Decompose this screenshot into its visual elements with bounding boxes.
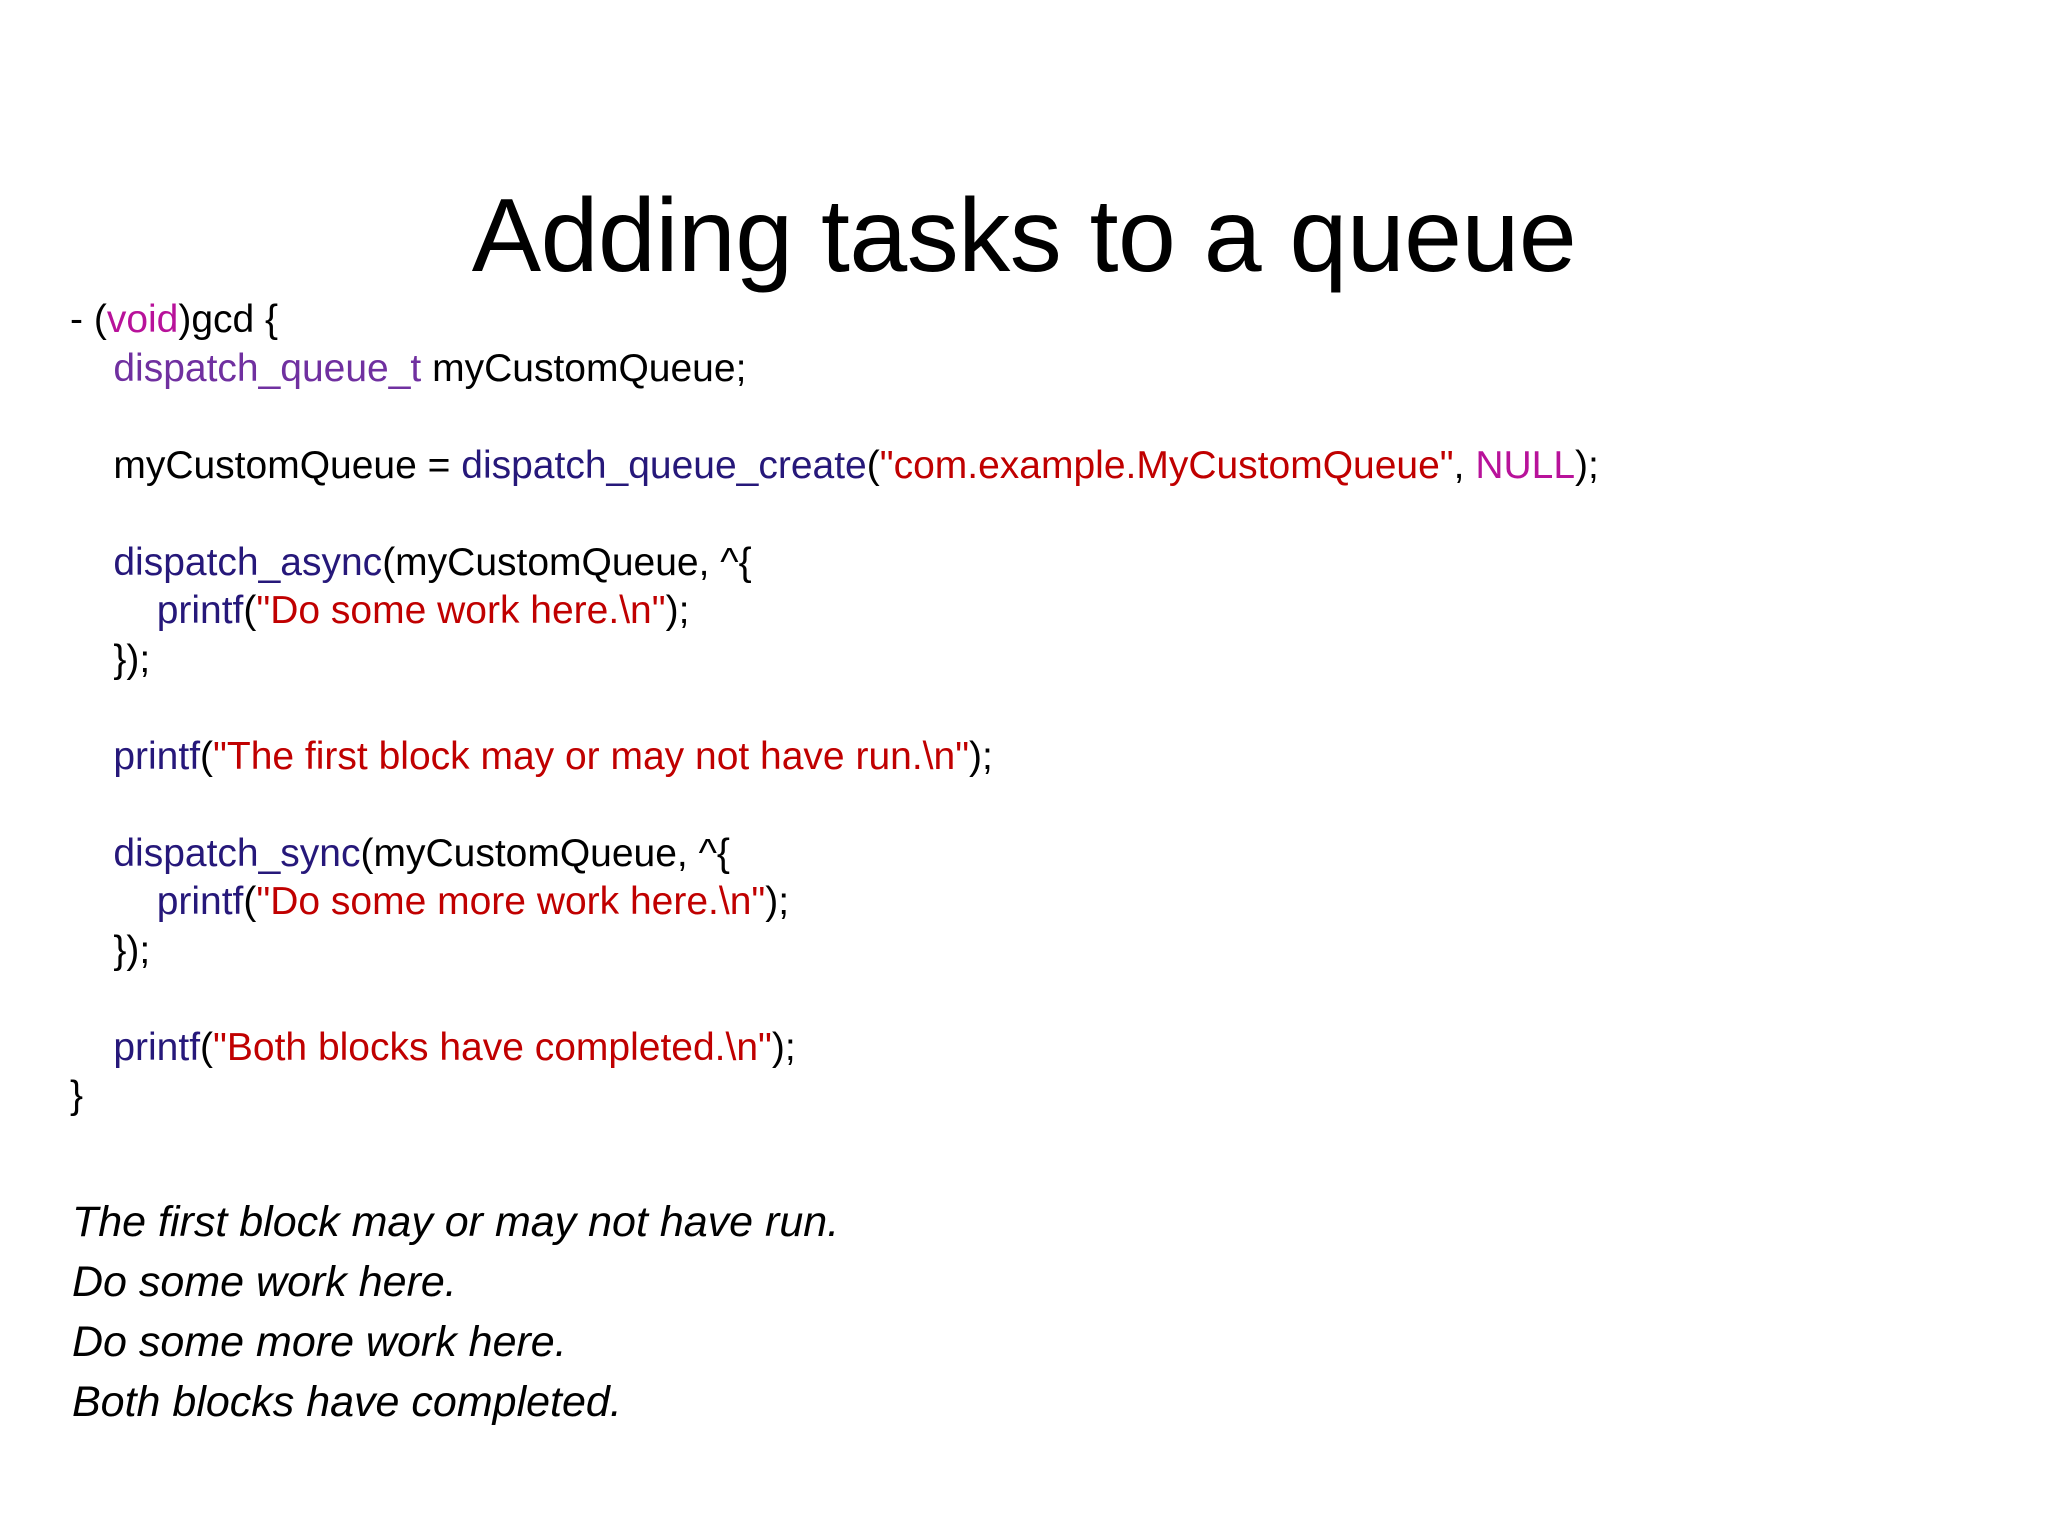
code-line: printf("The first block may or may not h…: [70, 733, 1970, 782]
output-line: Do some work here.: [72, 1258, 457, 1306]
page-title: Adding tasks to a queue: [471, 177, 1577, 294]
code-token-keyword: NULL: [1475, 443, 1576, 487]
output-line: Do some more work here.: [72, 1318, 567, 1366]
code-line: });: [70, 636, 1970, 685]
code-token-plain: (myCustomQueue, ^{: [360, 831, 730, 875]
code-token-plain: );: [1575, 443, 1599, 487]
code-token-plain: (: [243, 880, 257, 923]
code-line-blank: [70, 393, 1970, 442]
output-line: The first block may or may not have run.: [72, 1198, 840, 1246]
code-indent: [70, 347, 113, 390]
code-token-string: "Both blocks have completed.\n": [213, 1025, 772, 1069]
code-line: dispatch_sync(myCustomQueue, ^{: [70, 830, 1970, 879]
code-token-string: "Do some more work here.\n": [256, 880, 766, 923]
code-token-function: printf: [156, 589, 244, 632]
code-token-plain: (: [200, 734, 214, 778]
code-token-function: dispatch_sync: [113, 831, 361, 875]
code-line-blank: [70, 684, 1970, 733]
code-indent: [70, 1026, 113, 1069]
code-line: dispatch_async(myCustomQueue, ^{: [70, 539, 1970, 588]
code-token-plain: (: [200, 1025, 214, 1069]
code-listing: - (void)gcd { dispatch_queue_t myCustomQ…: [70, 296, 1970, 1121]
code-token-function: printf: [113, 734, 201, 778]
code-indent: [70, 735, 113, 778]
code-token-plain: );: [765, 880, 790, 923]
console-output: The first block may or may not have run.…: [72, 1192, 1672, 1432]
code-token-string: "Do some work here.\n": [256, 589, 666, 632]
code-line: });: [70, 927, 1970, 976]
code-token-plain: );: [665, 589, 690, 632]
code-token-function: printf: [113, 1025, 201, 1069]
code-token-keyword: void: [106, 298, 179, 341]
code-line-blank: [70, 781, 1970, 830]
code-token-function: dispatch_async: [113, 540, 383, 584]
code-line-blank: [70, 490, 1970, 539]
code-line: dispatch_queue_t myCustomQueue;: [70, 345, 1970, 394]
code-token-plain: }: [70, 1074, 84, 1117]
code-token-string: "The first block may or may not have run…: [213, 734, 970, 778]
code-token-plain: (myCustomQueue, ^{: [382, 540, 752, 584]
code-token-type: dispatch_queue_t: [113, 346, 422, 390]
code-indent: [70, 929, 113, 972]
code-token-plain: - (: [70, 298, 107, 341]
code-token-plain: ,: [1453, 443, 1476, 487]
code-token-function: printf: [156, 880, 244, 923]
code-indent: [70, 638, 113, 681]
code-indent: [70, 880, 157, 923]
code-indent: [70, 541, 113, 584]
code-token-string: "com.example.MyCustomQueue": [879, 443, 1454, 487]
code-line: - (void)gcd {: [70, 296, 1970, 345]
code-token-function: dispatch_queue_create: [461, 443, 867, 487]
code-token-plain: );: [969, 734, 993, 778]
output-line: Both blocks have completed.: [72, 1378, 622, 1426]
code-token-plain: (: [243, 589, 257, 632]
code-line: printf("Do some work here.\n");: [70, 587, 1970, 636]
code-indent: [70, 832, 113, 875]
code-token-plain: (: [866, 443, 880, 487]
code-token-plain: myCustomQueue;: [421, 346, 747, 390]
code-token-plain: });: [113, 637, 151, 681]
code-line: myCustomQueue = dispatch_queue_create("c…: [70, 442, 1970, 491]
code-token-plain: });: [113, 928, 151, 972]
code-line: printf("Both blocks have completed.\n");: [70, 1024, 1970, 1073]
code-line: }: [70, 1072, 1970, 1121]
code-line: printf("Do some more work here.\n");: [70, 878, 1970, 927]
code-token-plain: );: [771, 1025, 796, 1069]
code-token-plain: myCustomQueue =: [113, 443, 462, 487]
code-line-blank: [70, 975, 1970, 1024]
code-token-plain: )gcd {: [178, 298, 279, 341]
code-indent: [70, 589, 157, 632]
code-indent: [70, 444, 113, 487]
